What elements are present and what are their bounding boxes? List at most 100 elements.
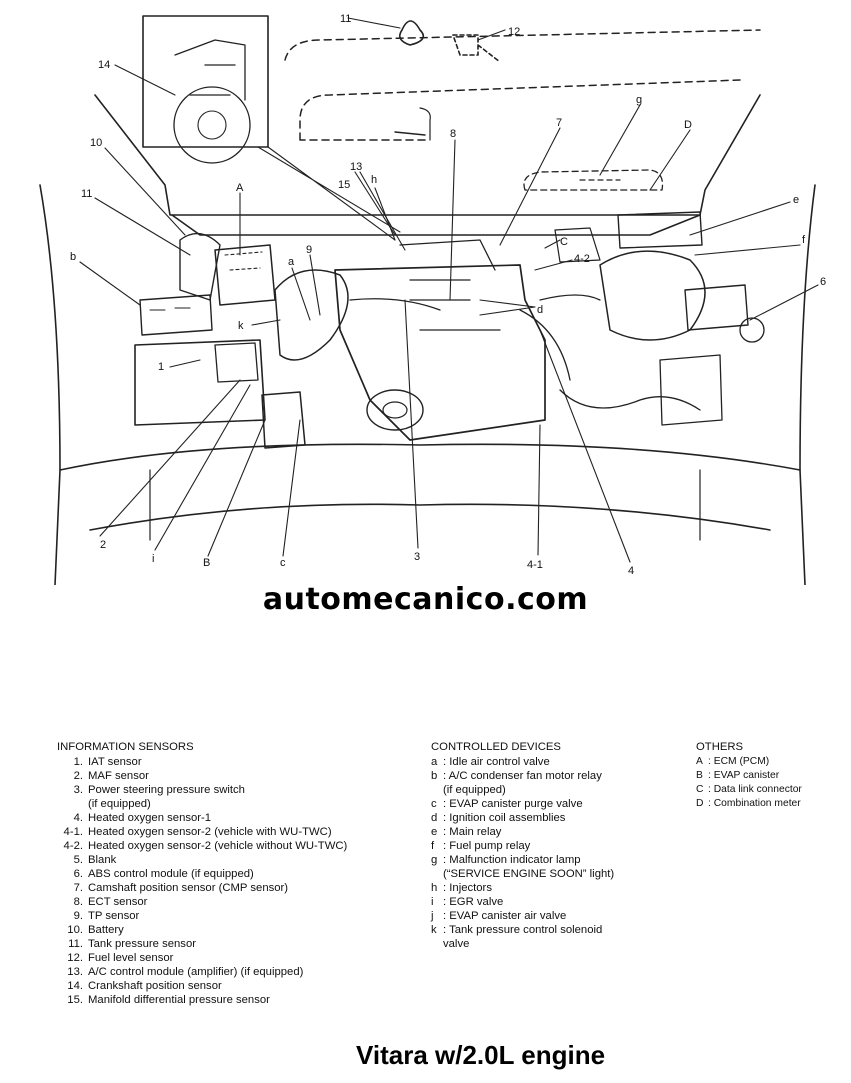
legend-text: Fuel level sensor	[88, 952, 174, 964]
legend-item: 2.MAF sensor	[57, 769, 347, 783]
legend-item: i: EGR valve	[431, 895, 614, 909]
callout-e: e	[793, 194, 799, 206]
callout-11-battery: 11	[81, 188, 92, 200]
intake-duct	[274, 269, 349, 361]
right-fender-box	[659, 354, 723, 426]
legend-text: ABS control module (if equipped)	[88, 868, 254, 880]
legend-key: 5.	[73, 854, 83, 866]
legend-key: k	[431, 924, 437, 936]
legend-item: (if equipped)	[431, 783, 614, 797]
legend-key: h	[431, 882, 438, 894]
legend-list: A: ECM (PCM)B : EVAP canister C: Data link…	[696, 755, 802, 811]
legend-key: 4.	[73, 812, 83, 824]
legend-text: Blank	[88, 854, 117, 866]
legend-item: a : Idle air control valve	[431, 755, 614, 769]
legend-key: 3.	[73, 784, 83, 796]
callout-h: h	[371, 174, 377, 186]
legend-item: k : Tank pressure control solenoid	[431, 923, 614, 937]
legend-item: f: Fuel pump relay	[431, 839, 614, 853]
legend-key: 14.	[67, 980, 83, 992]
legend-text: Heated oxygen sensor-1	[88, 812, 212, 824]
legend-text: : Idle air control valve	[443, 756, 550, 768]
callout-14: 14	[98, 59, 110, 71]
legend-key: B	[696, 770, 703, 781]
legend-key: d	[431, 812, 438, 824]
legend-text: : Main relay	[443, 826, 502, 838]
legend-item: b: A/C condenser fan motor relay	[431, 769, 614, 783]
air-cleaner	[214, 244, 276, 306]
legend-key: i	[431, 896, 434, 908]
legend-key: j	[431, 910, 434, 922]
engine-bay-diagram: 11 12 14 10 11 b A 13 15 h 8 7 g D e f 6…	[39, 13, 826, 585]
callout-13: 13	[350, 161, 362, 173]
legend-heading: INFORMATION SENSORS	[57, 741, 194, 753]
callout-3: 3	[414, 551, 420, 563]
callout-4: 4	[628, 565, 634, 577]
callout-a: a	[288, 256, 295, 268]
callout-D: D	[684, 119, 692, 131]
legend-text: : Tank pressure control solenoid	[443, 924, 603, 936]
dashed-tank-outline	[284, 29, 761, 141]
legend-item: 4-1.Heated oxygen sensor-2 (vehicle with…	[57, 825, 347, 839]
legend-item: c: EVAP canister purge valve	[431, 797, 614, 811]
legend-text: Tank pressure sensor	[88, 938, 196, 950]
legend-item: 4. Heated oxygen sensor-1	[57, 811, 347, 825]
hood-outline	[94, 94, 761, 216]
legend-key: 13.	[67, 966, 83, 978]
legend-text: ECT sensor	[88, 896, 148, 908]
legend-key: 6.	[73, 868, 83, 880]
legend-item: 10.Battery	[57, 923, 347, 937]
callout-10: 10	[90, 137, 102, 149]
legend-item: 12. Fuel level sensor	[57, 951, 347, 965]
callout-B: B	[203, 557, 210, 569]
legend-key: 11.	[68, 938, 83, 950]
legend-item: C: Data link connector	[696, 783, 802, 797]
legend-key: 10.	[67, 924, 83, 936]
legend-text: : Data link connector	[708, 784, 802, 795]
battery	[134, 339, 266, 426]
legend-key: 7.	[73, 882, 83, 894]
legend-text: : ECM (PCM)	[708, 756, 770, 767]
legend-text: : EVAP canister	[708, 770, 780, 781]
callout-2: 2	[100, 539, 106, 551]
callout-i: i	[152, 553, 154, 565]
callout-A: A	[236, 182, 244, 194]
legend-item: h : Injectors	[431, 881, 614, 895]
legend-text: : Combination meter	[708, 798, 801, 809]
legend-item: A: ECM (PCM)	[696, 755, 802, 769]
front-bumper	[59, 443, 801, 531]
legend-item: B : EVAP canister	[696, 769, 802, 783]
legend-item: valve	[431, 937, 614, 951]
main-relay-box	[617, 211, 703, 249]
legend-text: : Malfunction indicator lamp	[443, 854, 581, 866]
legend-item: (“SERVICE ENGINE SOON” light)	[431, 867, 614, 881]
legend-key: D	[696, 798, 704, 809]
legend-item: 5. Blank	[57, 853, 347, 867]
legend-text: : Injectors	[443, 882, 492, 894]
tank-pressure-sensor	[399, 20, 425, 46]
legend-item: 15.Manifold differential pressure sensor	[57, 993, 347, 1007]
legend-item: D : Combination meter	[696, 797, 802, 811]
legend-key: c	[431, 798, 437, 810]
legend-key: 12.	[67, 952, 83, 964]
callout-C: C	[560, 236, 568, 248]
legend-key: e	[431, 826, 438, 838]
legend-text: Manifold differential pressure sensor	[88, 994, 270, 1006]
legend-key: g	[431, 854, 438, 866]
legend-text: (if equipped)	[88, 798, 151, 810]
legend-text: : Fuel pump relay	[443, 840, 531, 852]
legend-item: 3.Power steering pressure switch	[57, 783, 347, 797]
legend-key: 4-1.	[63, 826, 83, 838]
legend-key: a	[431, 756, 438, 768]
callout-d: d	[537, 304, 543, 316]
fuel-level-sensor	[452, 34, 501, 63]
legend-text: A/C control module (amplifier) (if equip…	[88, 966, 304, 978]
brake-booster	[599, 250, 706, 341]
legend-item: (if equipped)	[57, 797, 347, 811]
callout-6: 6	[820, 276, 826, 288]
callout-9: 9	[306, 244, 312, 256]
watermark-text: automecanico.com	[262, 582, 589, 617]
